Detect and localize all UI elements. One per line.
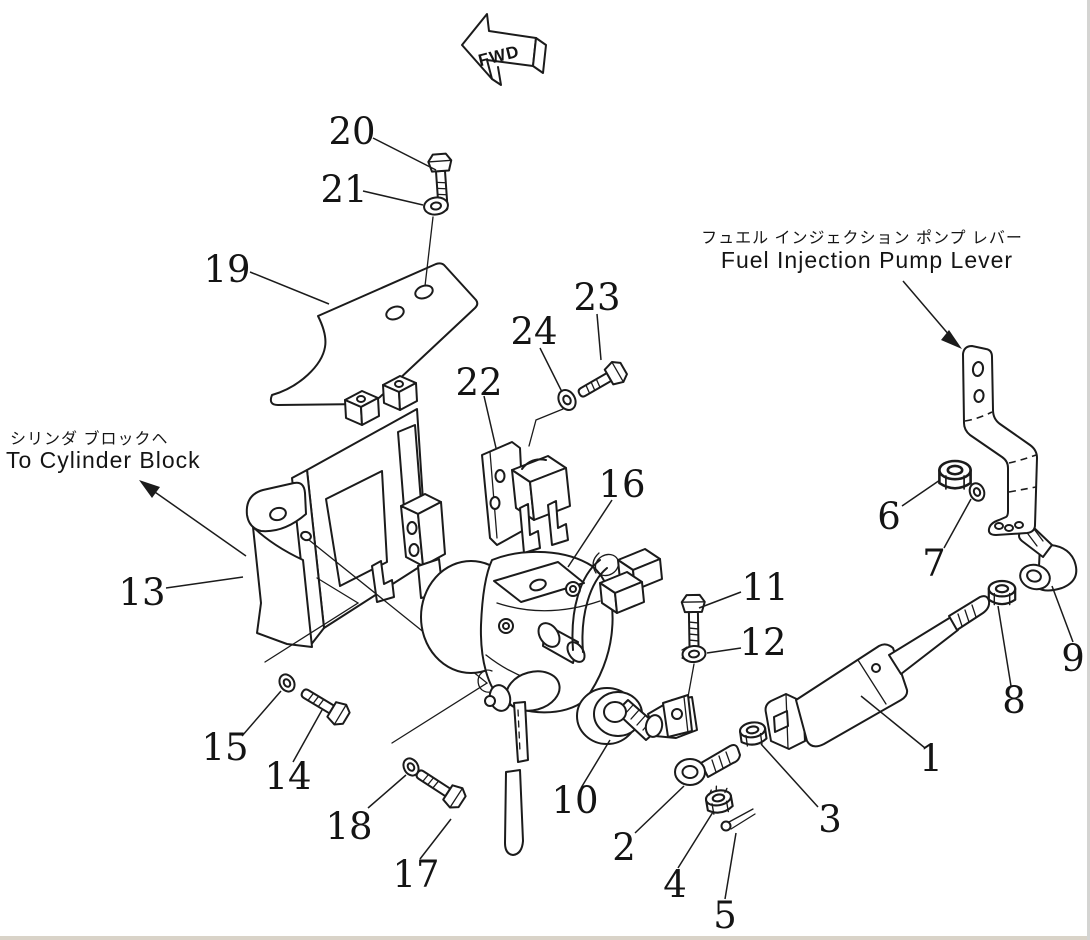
caption-cylinder-block-en: To Cylinder Block [6, 447, 201, 473]
part-label-23: 23 [573, 276, 620, 319]
part-label-22: 22 [455, 361, 502, 404]
leader-5 [724, 832, 737, 900]
leader-20 [372, 137, 437, 171]
leader-8 [997, 605, 1012, 687]
part-label-20: 20 [328, 110, 375, 153]
pump-lever [962, 345, 1038, 536]
assembly-line-bolt20 [424, 216, 434, 287]
part-2-ball-joint [674, 744, 741, 786]
part-label-1: 1 [919, 737, 943, 780]
caption-pump-lever-en: Fuel Injection Pump Lever [721, 247, 1013, 273]
part-label-15: 15 [201, 726, 248, 769]
leader-9 [1051, 585, 1074, 643]
part-label-11: 11 [741, 566, 788, 609]
part-13-bracket [245, 375, 489, 744]
leader-lines [165, 137, 1074, 900]
part-label-6: 6 [877, 495, 901, 538]
part-18-washer [402, 757, 420, 777]
part-label-16: 16 [598, 463, 645, 506]
part-23-bolt [577, 361, 628, 398]
part-5-cotter-pin [720, 808, 756, 832]
leader-23 [596, 313, 602, 361]
caption-arrow-pump-lever [902, 280, 962, 349]
part-label-18: 18 [325, 805, 372, 848]
leader-2 [634, 785, 685, 834]
part-17-bolt [415, 769, 467, 809]
part-label-4: 4 [663, 863, 687, 906]
part-24-washer [557, 388, 577, 412]
part-9-elbow-joint [1018, 524, 1078, 592]
part-label-9: 9 [1061, 637, 1085, 680]
leader-14 [292, 709, 323, 763]
leader-1 [860, 695, 926, 749]
part-number-labels: 1 2 3 4 5 6 7 8 9 10 11 12 13 14 15 16 1… [118, 110, 1084, 937]
part-14-bolt [300, 688, 351, 726]
part-16-governor-motor [420, 548, 663, 856]
part-label-17: 17 [392, 853, 439, 896]
part-label-7: 7 [922, 542, 946, 585]
caption-cylinder-block-jp: シリンダ ブロックヘ [10, 429, 168, 448]
part-label-19: 19 [203, 248, 250, 291]
leader-16 [567, 499, 613, 568]
leader-19 [249, 271, 330, 305]
scan-edge-right [1087, 0, 1090, 940]
harness-connectors [599, 548, 663, 614]
part-1-rod [764, 595, 991, 750]
leader-22 [483, 395, 497, 449]
scan-edge-bottom [0, 936, 1090, 940]
leader-18 [367, 774, 407, 809]
leader-21 [362, 190, 424, 206]
leader-10 [580, 739, 611, 789]
part-15-washer [278, 673, 296, 693]
leader-17 [419, 818, 452, 860]
part-label-21: 21 [320, 168, 367, 211]
leader-12 [706, 647, 742, 654]
fwd-arrow-icon: FWD [461, 13, 547, 86]
part-label-10: 10 [551, 779, 598, 822]
part-6-nut [938, 459, 972, 490]
part-22-relay-bracket [481, 441, 571, 554]
captions: フュエル インジェクション ポンプ レバー Fuel Injection Pum… [6, 229, 1023, 473]
part-label-12: 12 [739, 621, 786, 664]
assembly-line-washer24 [528, 408, 564, 447]
cylinder-block-arrow [139, 480, 247, 557]
part-label-8: 8 [1002, 679, 1026, 722]
part-4-castle-nut [704, 785, 734, 815]
leader-7 [943, 498, 972, 549]
part-3-nut [738, 721, 768, 747]
part-11-bolt [680, 593, 706, 651]
leader-6 [901, 479, 941, 507]
part-12-lock-washer [681, 644, 707, 664]
part-label-3: 3 [818, 798, 842, 841]
part-21-washer [423, 196, 449, 216]
part-label-13: 13 [118, 571, 165, 614]
part-label-24: 24 [510, 310, 557, 353]
part-7-washer [968, 482, 986, 502]
part-label-5: 5 [713, 894, 737, 937]
leader-11 [698, 591, 742, 609]
leader-4 [677, 811, 714, 869]
part-10-lever [576, 687, 698, 745]
leader-15 [241, 690, 282, 737]
leader-13 [165, 576, 244, 589]
part-label-14: 14 [264, 755, 311, 798]
caption-pump-lever-jp: フュエル インジェクション ポンプ レバー [701, 229, 1023, 247]
part-19-cover-plate [269, 262, 479, 406]
part-8-nut [987, 579, 1017, 606]
assembly-line-washer12 [687, 663, 695, 698]
leader-3 [760, 743, 819, 808]
leader-24 [539, 347, 563, 393]
part-label-2: 2 [612, 826, 636, 869]
